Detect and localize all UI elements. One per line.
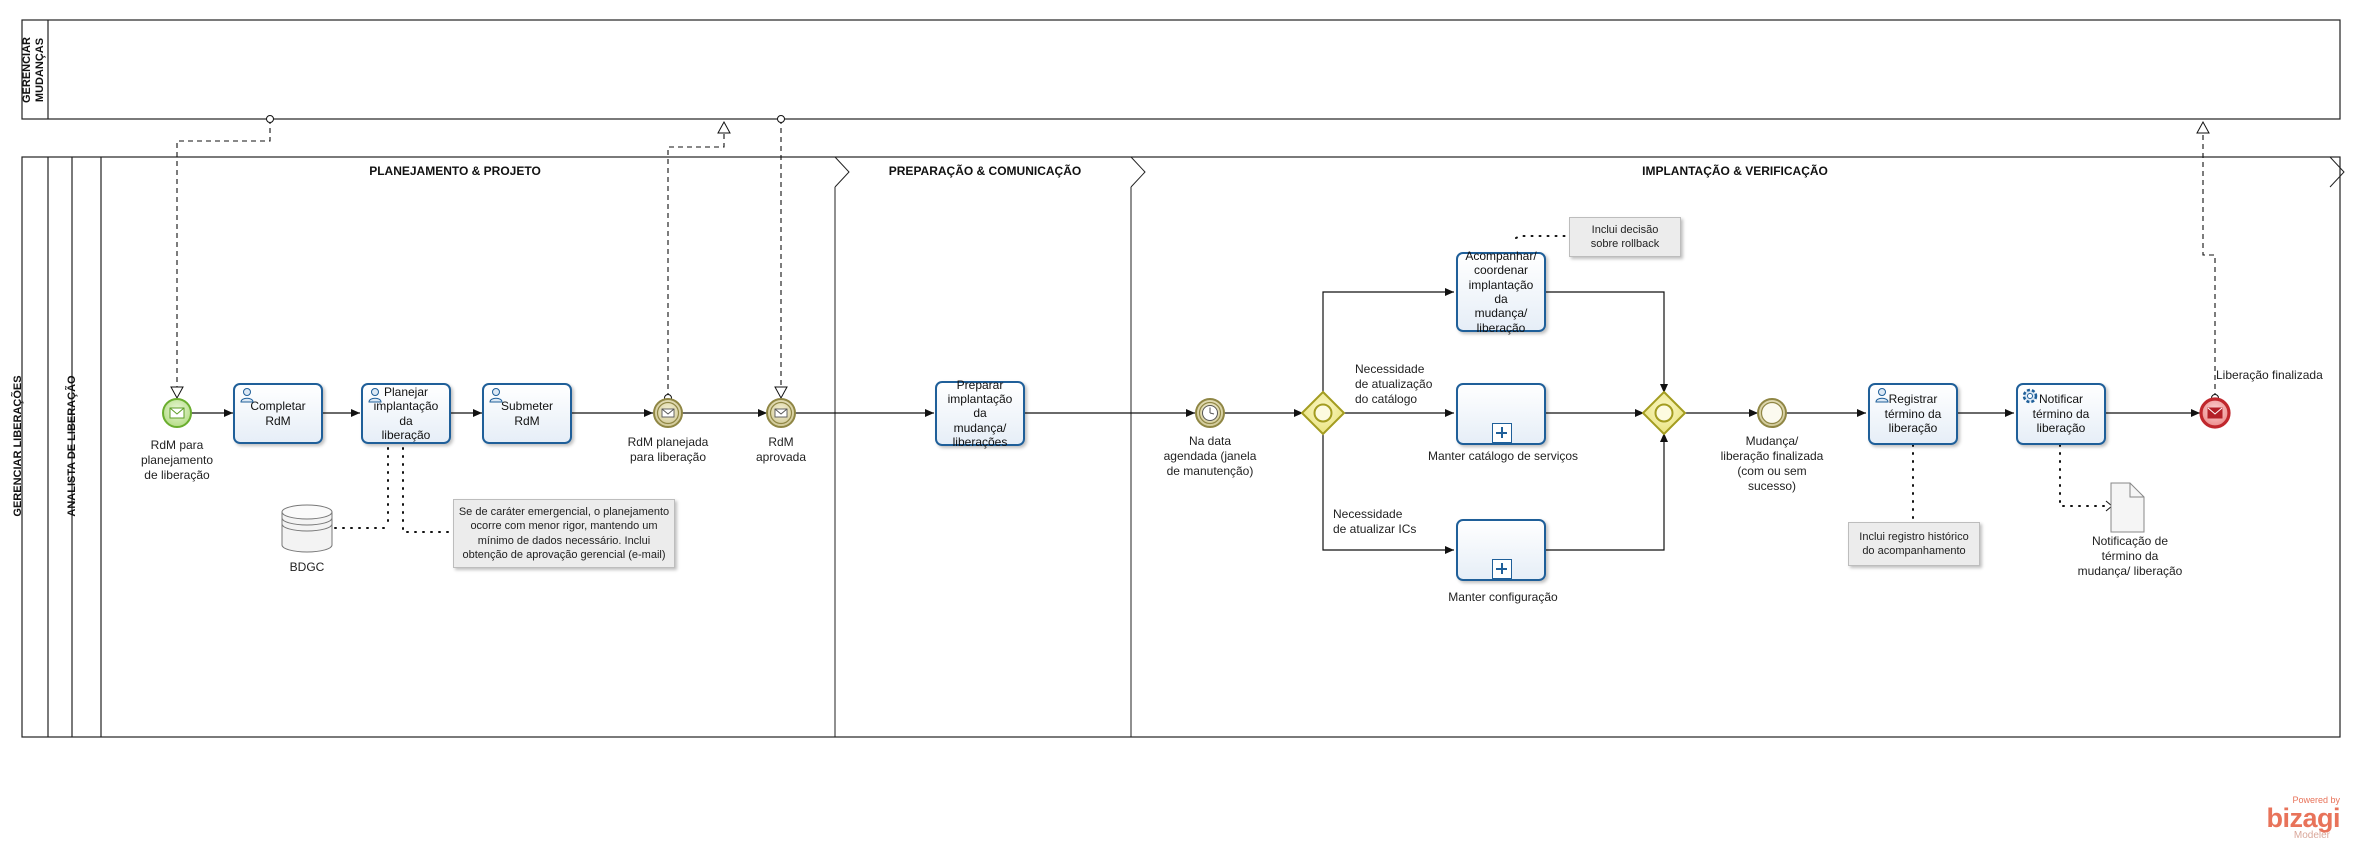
- datastore-label: BDGC: [289, 560, 325, 574]
- expand-icon: [1492, 423, 1512, 443]
- task-acompanhar-coordenar[interactable]: Acompanhar/ coordenar implantação da mud…: [1456, 249, 1546, 335]
- end-event-label: Liberação finalizada: [2216, 368, 2323, 382]
- subprocess-catalogo-label: Manter catálogo de serviços: [1427, 449, 1579, 463]
- phase-preparacao: PREPARAÇÃO & COMUNICAÇÃO: [888, 164, 1082, 178]
- task-notificar-termino[interactable]: Notificar término da liberação: [2016, 383, 2106, 445]
- lane-label-analista-liberacao: ANALISTA DE LIBERAÇÃO: [66, 375, 78, 517]
- document-label: Notificação de término da mudança/ liber…: [2077, 534, 2183, 578]
- pool-gerenciar-mudancas: [21, 19, 2341, 120]
- condition-catalogo-label: Necessidade de atualização do catálogo: [1355, 362, 1433, 406]
- user-icon: [1874, 387, 1890, 408]
- phase-planejamento: PLANEJAMENTO & PROJETO: [369, 164, 541, 178]
- timer-event-label: Na data agendada (janela de manutenção): [1163, 434, 1257, 478]
- message-event-rdm-aprovada-label: RdM aprovada: [755, 435, 807, 464]
- document-artifact: [2110, 482, 2145, 533]
- task-preparar-implantacao[interactable]: Preparar implantação da mudança/ liberaç…: [935, 378, 1025, 449]
- start-event-label: RdM para planejamento de liberação: [140, 438, 214, 482]
- note-emergencial: Se de caráter emergencial, o planejament…: [453, 499, 675, 568]
- condition-ics-label: Necessidade de atualizar ICs: [1333, 507, 1417, 536]
- phase-divider-3: [2329, 156, 2345, 188]
- note-rollback: Inclui decisão sobre rollback: [1569, 217, 1681, 257]
- note-historico: Inclui registro histórico do acompanhame…: [1848, 522, 1980, 566]
- subprocess-manter-catalogo[interactable]: [1456, 383, 1546, 445]
- task-registrar-termino[interactable]: Registrar término da liberação: [1868, 383, 1958, 445]
- phase-divider-1: [834, 156, 850, 188]
- phase-implantacao: IMPLANTAÇÃO & VERIFICAÇÃO: [1642, 164, 1828, 178]
- message-flows: [170, 115, 2219, 402]
- task-planejar-implantacao[interactable]: Planejar implantação da liberação: [361, 383, 451, 444]
- data-store-bdgc: [281, 504, 333, 553]
- expand-icon: [1492, 559, 1512, 579]
- user-icon: [239, 387, 255, 408]
- task-completar-rdm[interactable]: Completar RdM: [233, 383, 323, 444]
- user-icon: [488, 387, 504, 408]
- gear-icon: [2021, 387, 2039, 410]
- sequence-flows: [191, 288, 2200, 554]
- pool-gerenciar-liberacoes: [21, 156, 2341, 738]
- subprocess-config-label: Manter configuração: [1448, 590, 1558, 604]
- bizagi-logo: Powered by bizagi Modeler: [2266, 795, 2340, 841]
- pool-label-gerenciar-liberacoes: GERENCIAR LIBERAÇÕES: [12, 375, 24, 517]
- user-icon: [367, 387, 383, 408]
- intermediate-event-label: Mudança/ liberação finalizada (com ou se…: [1720, 434, 1824, 493]
- phase-divider-2: [1130, 156, 1146, 188]
- task-submeter-rdm[interactable]: Submeter RdM: [482, 383, 572, 444]
- associations: [334, 235, 2109, 533]
- subprocess-manter-configuracao[interactable]: [1456, 519, 1546, 581]
- message-event-rdm-planejada-label: RdM planejada para liberação: [627, 435, 709, 464]
- pool-label-gerenciar-mudancas: GERENCIAR MUDANÇAS: [21, 37, 47, 104]
